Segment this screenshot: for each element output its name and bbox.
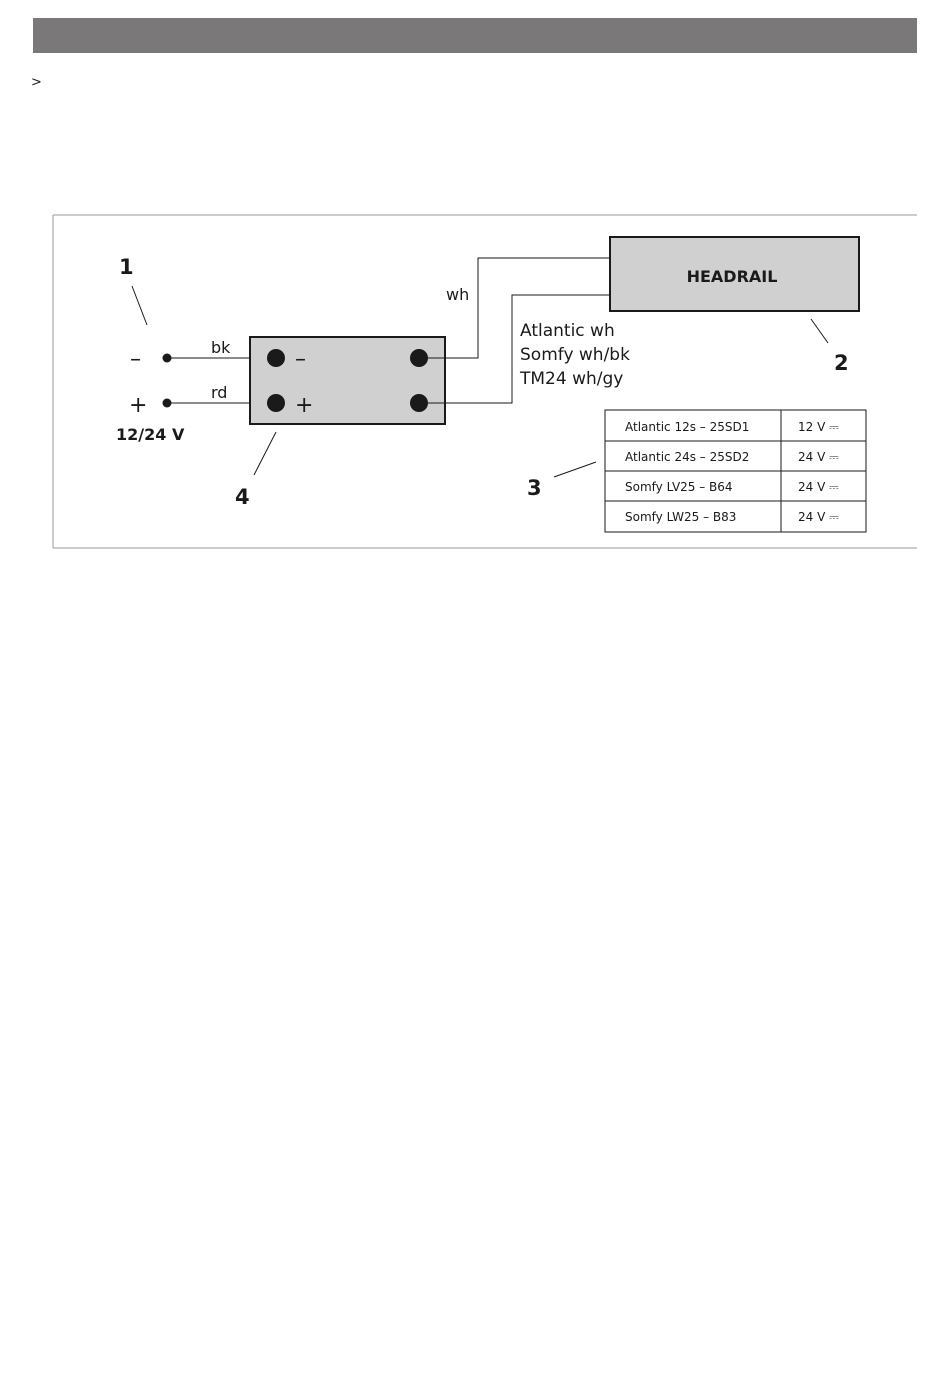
module-minus-sign: – xyxy=(295,347,306,372)
module-plus-sign: + xyxy=(295,393,313,418)
power-minus-sign: – xyxy=(130,347,141,372)
power-plus-sign: + xyxy=(129,393,147,418)
wire-wh xyxy=(419,258,610,358)
headrail-label: HEADRAIL xyxy=(687,267,778,286)
table-cell-voltage: 24 V ⎓ xyxy=(798,510,839,524)
table-cell-motor: Somfy LV25 – B64 xyxy=(625,480,733,494)
module-terminal-minus-in xyxy=(267,349,285,367)
callout-4: 4 xyxy=(235,485,250,509)
callout-1-leader xyxy=(132,286,147,325)
module-terminal-plus-in xyxy=(267,394,285,412)
motor-wire-atlantic: Atlantic wh xyxy=(520,321,615,341)
callout-1: 1 xyxy=(119,255,134,279)
table-cell-motor: Atlantic 12s – 25SD1 xyxy=(625,420,749,434)
callout-4-leader xyxy=(254,432,276,475)
motor-table: Atlantic 12s – 25SD1 12 V ⎓ Atlantic 24s… xyxy=(605,410,866,532)
table-cell-motor: Atlantic 24s – 25SD2 xyxy=(625,450,749,464)
table-cell-motor: Somfy LW25 – B83 xyxy=(625,510,736,524)
callout-3-leader xyxy=(554,462,596,477)
callout-3: 3 xyxy=(527,476,542,500)
power-voltage-label: 12/24 V xyxy=(116,425,185,444)
wire-wh-label: wh xyxy=(446,285,469,304)
motor-wire-somfy: Somfy wh/bk xyxy=(520,345,630,365)
motor-wire-tm24: TM24 wh/gy xyxy=(519,369,623,389)
table-cell-voltage: 24 V ⎓ xyxy=(798,480,839,494)
wire-bk-label: bk xyxy=(211,338,231,357)
wire-rd-label: rd xyxy=(211,383,227,402)
table-cell-voltage: 24 V ⎓ xyxy=(798,450,839,464)
table-cell-voltage: 12 V ⎓ xyxy=(798,420,839,434)
callout-2-leader xyxy=(811,319,828,343)
callout-2: 2 xyxy=(834,351,849,375)
